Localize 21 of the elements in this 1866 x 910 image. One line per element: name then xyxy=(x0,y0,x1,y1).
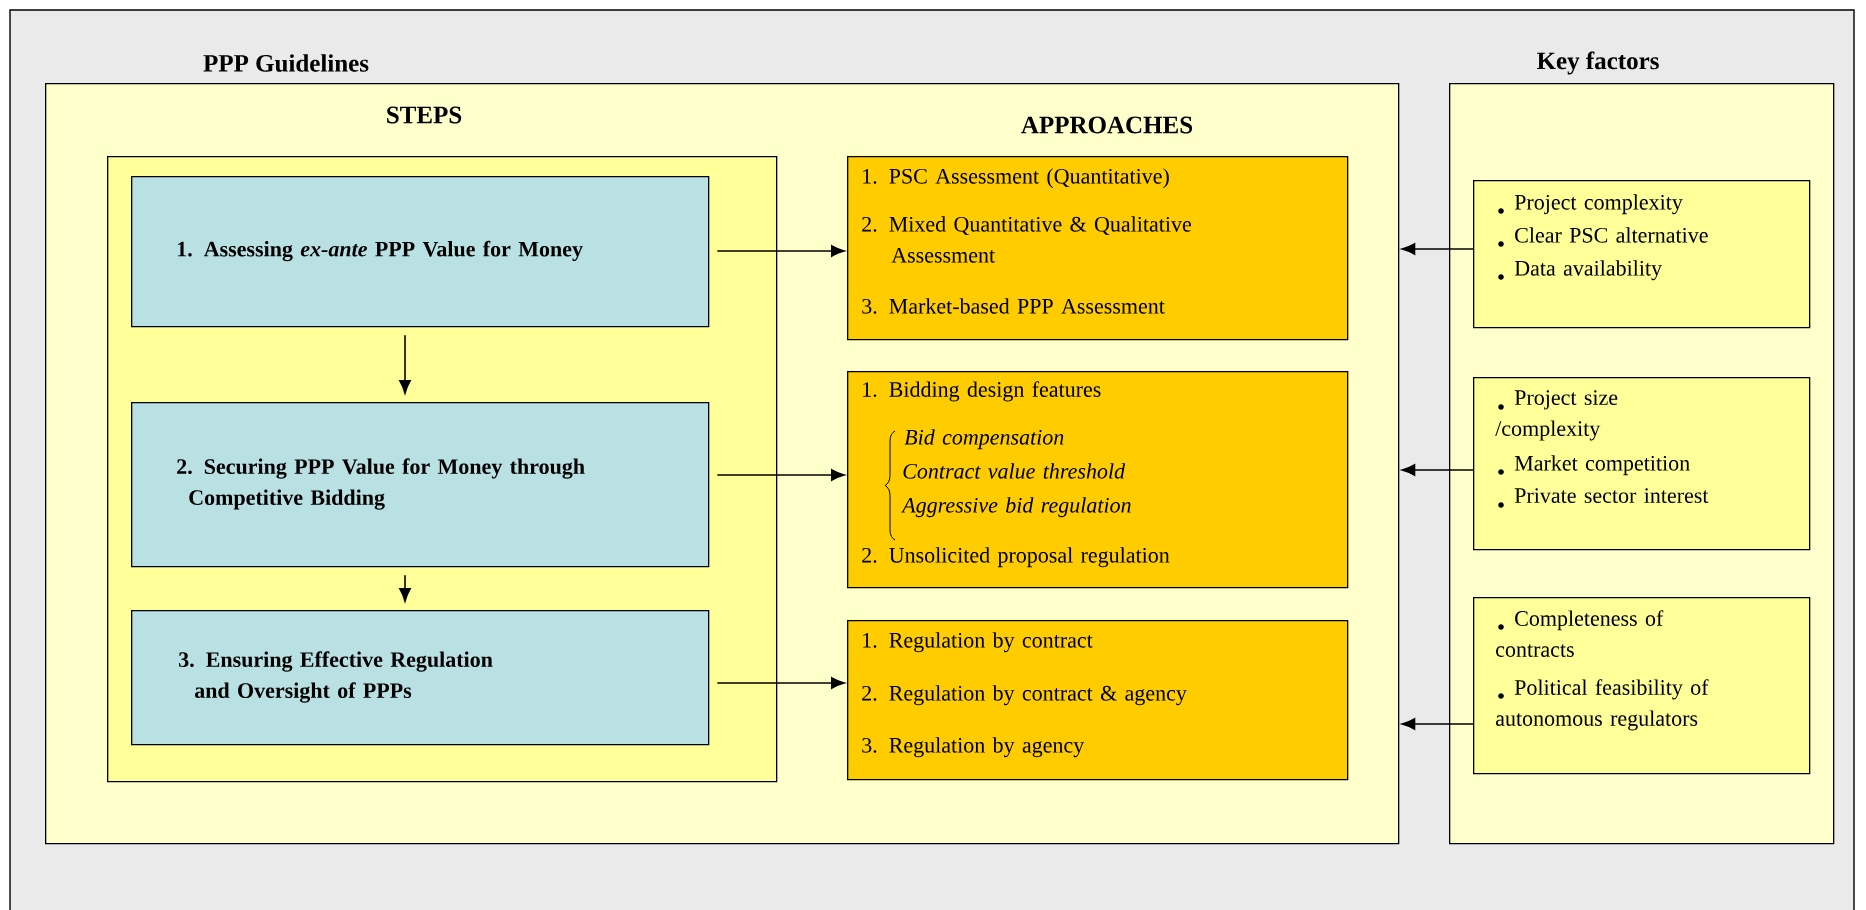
approach-box: 1. Bidding design features Bid compensation Contract value threshold Aggressive bid regulation 2. Unsolicited proposal regulation xyxy=(847,371,1349,589)
step-box: 2. Securing PPP Value for Money through Competitive Bidding xyxy=(131,402,710,568)
arrow xyxy=(716,245,845,257)
factor-box: Project complexity Clear PSC alternative Data availability xyxy=(1473,180,1811,329)
arrow xyxy=(1401,464,1474,476)
arrow xyxy=(1401,243,1474,255)
arrow xyxy=(399,334,411,394)
arrow xyxy=(716,469,845,481)
arrow xyxy=(1401,718,1474,730)
node-label: Key factors xyxy=(1537,51,1659,75)
step-box: 1. Assessing ex-ante PPP Value for Money xyxy=(131,176,710,328)
arrow xyxy=(399,574,411,602)
approach-box: 1. Regulation by contract 2. Regulation by contract & agency 3. Regulation by agency xyxy=(847,620,1349,781)
step-box: 3. Ensuring Effective Regulation and Oversight of PPPs xyxy=(131,610,710,746)
arrow xyxy=(716,677,845,689)
node-label: PPP Guidelines xyxy=(203,54,369,72)
heading: APPROACHES xyxy=(1021,116,1193,134)
factor-box: Project size /complexity Market competition Private sector interest xyxy=(1473,377,1811,551)
approach-box: 1. PSC Assessment (Quantitative) 2. Mixed Quantitative & Qualitative Assessment 3. Market-based PPP Assessment xyxy=(847,156,1349,341)
factor-box: Completeness of contracts Political feasibility of autonomous regulators xyxy=(1473,597,1811,775)
node-label: STEPS xyxy=(387,106,462,124)
